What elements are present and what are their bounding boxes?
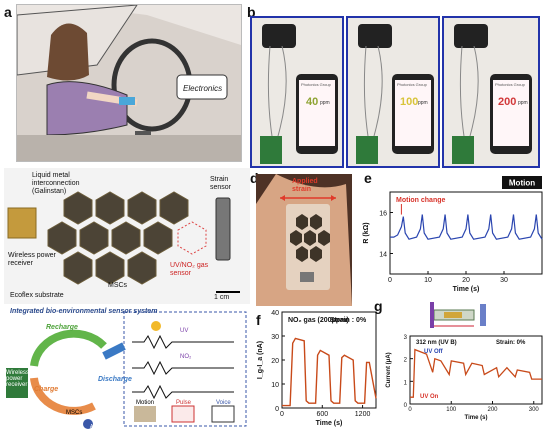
panel-b-phone-header-1: Photonics Group [301,82,331,87]
x-tick-label: 600 [316,411,328,418]
y-tick-label: 0 [404,403,408,409]
y-tick-label: 2 [404,358,408,364]
schematic-no2: NO₂ [180,354,192,360]
schematic-voice: Voice [216,400,231,406]
panel-b-unit-3: ppm [518,100,528,106]
panel-a-illustration: Electronics [16,4,242,162]
series-line [282,337,377,407]
uv-on-marker: UV On [420,394,439,400]
panel-d-letter: d [250,170,259,186]
x-tick-label: 0 [280,411,284,418]
chart-title: 312 nm (UV B) [416,340,457,346]
panel-b-reading-3: 200 [498,96,517,108]
x-axis-label: Time (s) [316,420,343,427]
y-axis-label: Current (μA) [386,352,392,387]
schematic-uv: UV [180,328,189,334]
panel-b-photo-2: Photonics Group 100 ppm [346,16,440,168]
schematic-node: A [90,424,94,430]
x-tick-label: 1200 [355,411,371,418]
panel-b-photo-1: Photonics Group 40 ppm [250,16,344,168]
panel-c-label-mscs: MSCs [108,282,128,289]
panel-b-unit-2: ppm [418,100,428,106]
x-tick-label: 20 [462,277,470,284]
series-line [390,214,543,240]
panel-b-reading-1: 40 [306,96,319,108]
plot-frame [389,191,543,275]
chart-annotation: Motion change [396,197,445,204]
panel-b-phone-header-2: Photonics Group [397,82,427,87]
schematic-discharge: Discharge [98,376,132,383]
y-tick-label: 40 [271,310,279,317]
panel-c-label-strain-sensor: Strain sensor [210,176,232,191]
panel-f-letter: f [256,312,261,328]
y-tick-label: 14 [379,252,387,259]
x-axis-label: Time (s) [465,415,488,421]
x-tick-label: 30 [500,277,508,284]
x-tick-label: 0 [388,277,392,284]
panel-a-phone-logo: Electronics [183,84,222,93]
panel-c-label-scale: 1 cm [214,294,230,301]
x-tick-label: 200 [487,407,498,413]
y-tick-label: 20 [271,358,279,365]
schematic-mscs: MSCs [66,410,83,416]
chart-title: Motion [509,179,535,188]
x-axis-label: Time (s) [453,286,480,293]
x-tick-label: 10 [424,277,432,284]
plot-frame [409,335,543,405]
panel-c-photo: Liquid metal interconnection (Galinstan)… [4,168,250,304]
panel-a-letter: a [4,4,12,20]
panel-c-label-uv-no2: UV/NO₂ gas sensor [170,262,209,277]
x-tick-label: 0 [408,407,412,413]
panel-c-schematic: Integrated bio-environmental sensor syst… [4,306,250,430]
panel-g-letter: g [374,298,383,314]
panel-c-label-liquid-metal: Liquid metal interconnection (Galinstan) [32,172,80,195]
schematic-pulse: Pulse [176,400,192,406]
chart-annotation: Strain: 0% [496,340,526,346]
panel-g-inset [430,302,486,328]
panel-d-photo: Applied strain [256,174,352,306]
panel-e-letter: e [364,170,372,186]
schematic-wireless: Wireless power receiver [6,370,30,388]
uv-off-marker: UV Off [424,349,444,355]
y-tick-label: 0 [275,406,279,413]
schematic-charge: Charge [34,386,59,393]
y-tick-label: 3 [404,335,408,341]
y-axis-label: I_g-I_a (nA) [257,341,264,379]
panel-c-label-wireless: Wireless power receiver [8,252,56,267]
schematic-motion: Motion [136,400,155,406]
y-tick-label: 1 [404,380,408,386]
motion-badge [502,176,542,189]
panel-b-phone-header-3: Photonics Group [495,82,525,87]
panel-d-applied-strain: Applied strain [292,178,318,193]
chart-annotation: Strain : 0% [330,317,367,324]
y-axis-label: R (kΩ) [363,222,370,243]
schematic-title: Integrated bio-environmental sensor syst… [10,308,158,315]
y-tick-label: 10 [271,382,279,389]
panel-b-unit-1: ppm [320,100,330,106]
panel-b-reading-2: 100 [400,96,419,108]
panel-b-letter: b [247,4,256,20]
x-tick-label: 300 [529,407,540,413]
series-line [410,348,542,398]
schematic-recharge: Recharge [46,324,78,331]
y-tick-label: 30 [271,334,279,341]
panel-c-label-ecoflex: Ecoflex substrate [10,292,64,299]
chart-title: NO₂ gas (200ppm) [288,317,349,324]
panel-b-photo-3: Photonics Group 200 ppm [442,16,540,168]
x-tick-label: 100 [446,407,457,413]
y-tick-label: 16 [379,211,387,218]
